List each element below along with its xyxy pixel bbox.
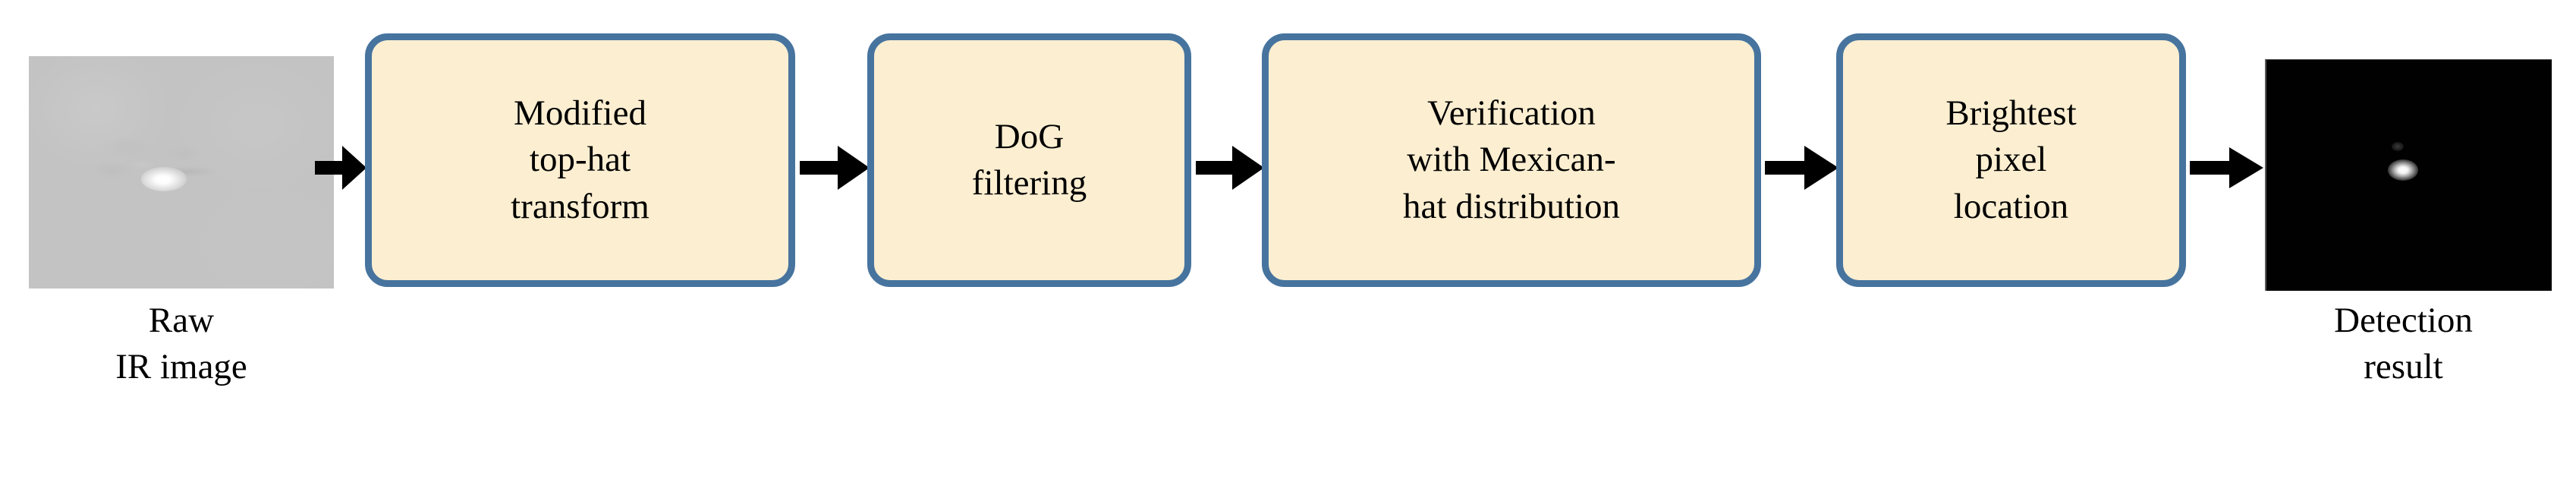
detection-result-caption: Detection result: [2334, 301, 2473, 387]
process-step-brightest-pixel-location[interactable]: Brightest pixel location: [1836, 33, 2186, 287]
detection-result-image: [2265, 59, 2552, 291]
detection-faint-artifact: [2392, 142, 2404, 151]
process-step-label: Brightest pixel location: [1945, 93, 2077, 226]
process-step-label: DoG filtering: [971, 116, 1087, 203]
detection-result-point: [2388, 159, 2418, 181]
raw-ir-image: [29, 56, 334, 288]
raw-ir-target-blob: [141, 167, 187, 191]
raw-ir-image-caption: Raw IR image: [115, 301, 247, 387]
process-step-dog-filtering[interactable]: DoG filtering: [867, 33, 1191, 287]
arrow-right-icon-dog-to-verification: [1196, 144, 1264, 191]
arrow-right-icon-tophat-to-dog: [800, 144, 870, 191]
process-step-label: Verification with Mexican- hat distribut…: [1403, 93, 1620, 226]
arrow-right-icon-raw-to-tophat: [315, 144, 366, 191]
arrow-right-icon-verification-to-brightest: [1765, 144, 1838, 191]
process-step-modified-top-hat-transform[interactable]: Modified top-hat transform: [365, 33, 795, 287]
process-step-label: Modified top-hat transform: [511, 93, 650, 226]
process-step-verification-mexican-hat[interactable]: Verification with Mexican- hat distribut…: [1262, 33, 1761, 287]
arrow-right-icon-brightest-to-result: [2190, 144, 2263, 191]
